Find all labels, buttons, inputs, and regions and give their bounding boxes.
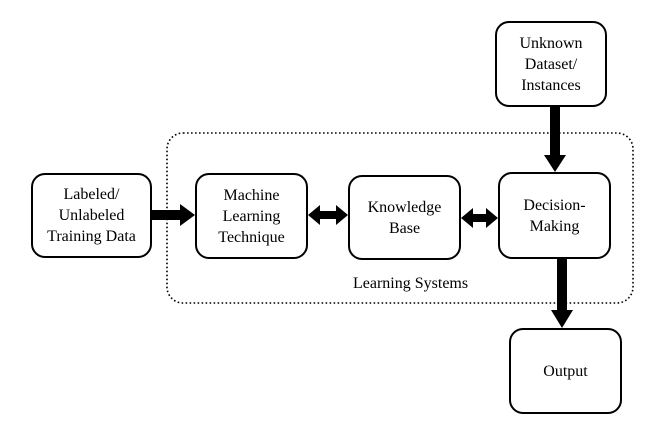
- arrow-ml-knowledge-bidirectional: [308, 205, 348, 225]
- unknown-dataset-box: Unknown Dataset/ Instances: [495, 21, 607, 107]
- training-data-label: Labeled/ Unlabeled Training Data: [47, 186, 136, 245]
- knowledge-base-label: Knowledge Base: [367, 198, 442, 237]
- unknown-dataset-label: Unknown Dataset/ Instances: [519, 34, 583, 94]
- arrow-unknown-to-decision: [544, 107, 566, 172]
- arrow-training-to-ml: [151, 204, 195, 226]
- ml-technique-label: Machine Learning Technique: [218, 186, 285, 246]
- learning-systems-label: Learning Systems: [353, 275, 469, 292]
- decision-making-box: Decision- Making: [498, 172, 611, 259]
- output-box: Output: [509, 328, 622, 414]
- learning-systems-boundary: [166, 132, 634, 304]
- training-data-box: Labeled/ Unlabeled Training Data: [31, 173, 152, 258]
- knowledge-base-box: Knowledge Base: [348, 175, 461, 260]
- arrow-knowledge-decision-bidirectional: [461, 208, 498, 228]
- arrow-decision-to-output: [551, 258, 573, 328]
- ml-technique-box: Machine Learning Technique: [195, 173, 308, 259]
- output-label: Output: [543, 362, 588, 380]
- decision-making-label: Decision- Making: [523, 196, 586, 235]
